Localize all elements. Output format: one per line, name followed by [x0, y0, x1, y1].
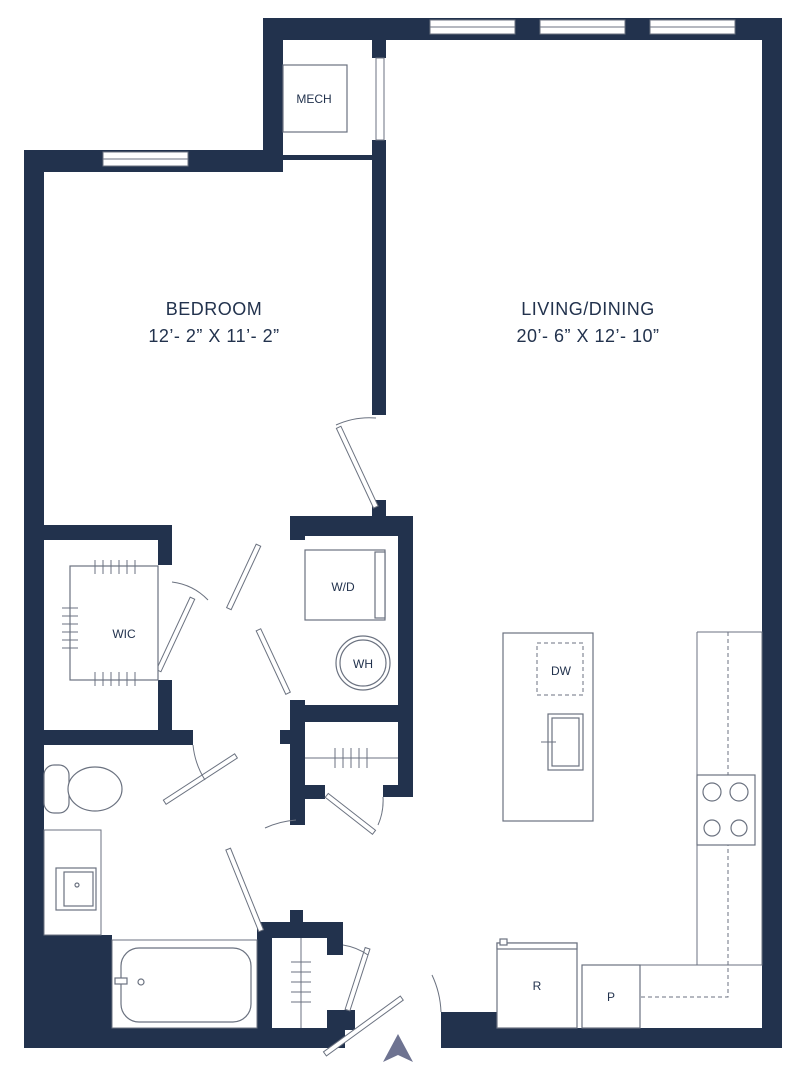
bathroom-fixtures [43, 764, 258, 1029]
bedroom-label: BEDROOM [166, 299, 263, 319]
mech-closet [282, 64, 348, 133]
wic-label: WIC [112, 627, 136, 641]
wic-shelving [62, 560, 159, 686]
dishwasher-label: DW [551, 664, 572, 678]
washer-dryer-label: W/D [331, 580, 355, 594]
doors[interactable] [155, 417, 442, 1057]
walls [24, 18, 782, 1048]
bedroom-dimensions: 12’- 2” X 11’- 2” [148, 326, 279, 346]
dishwasher [536, 642, 584, 696]
entry-arrow-icon [383, 1034, 413, 1062]
refrigerator [496, 942, 578, 1029]
living-dining-label: LIVING/DINING [521, 299, 655, 319]
pantry [581, 964, 641, 1029]
living-dining-dimensions: 20’- 6” X 12’- 10” [516, 326, 659, 346]
mech-label: MECH [296, 92, 331, 106]
water-heater-label: WH [353, 657, 373, 671]
refrigerator-label: R [533, 979, 542, 993]
windows [102, 19, 736, 167]
kitchen [496, 631, 763, 1029]
coat-closet [291, 938, 311, 1028]
pantry-label: P [607, 990, 615, 1004]
linen-closet-shelving [305, 748, 398, 768]
washer-dryer [304, 549, 386, 621]
